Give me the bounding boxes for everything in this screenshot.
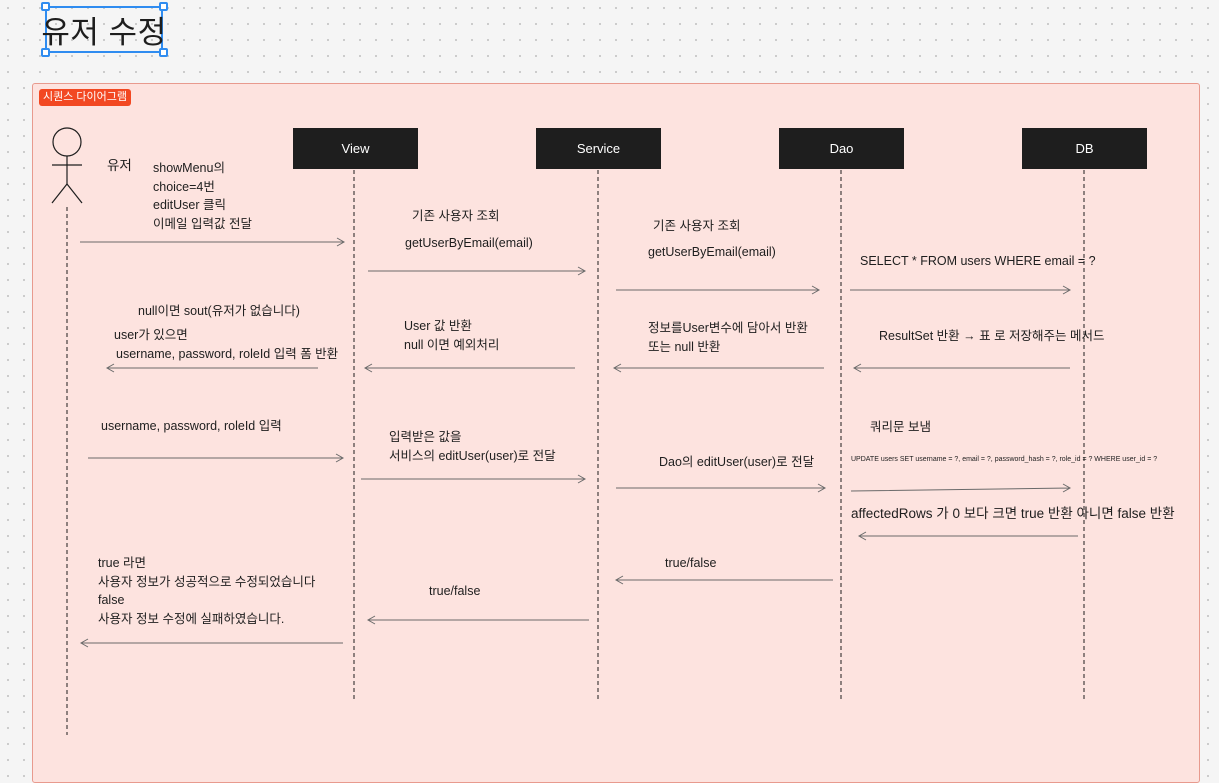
- page-title: 유저 수정: [41, 15, 167, 50]
- message-label-m2b[interactable]: getUserByEmail(email): [405, 236, 533, 250]
- message-label-m8a[interactable]: null이면 sout(유저가 없습니다): [138, 304, 300, 318]
- participant-dao[interactable]: Dao: [779, 128, 904, 169]
- arrow-m6: [612, 363, 824, 373]
- message-label-m11[interactable]: Dao의 editUser(user)로 전달: [659, 455, 815, 469]
- arrow-m14: [614, 575, 833, 585]
- resize-handle-top-left[interactable]: [41, 2, 50, 11]
- message-label-m14[interactable]: true/false: [665, 556, 717, 570]
- resize-handle-bottom-right[interactable]: [159, 48, 168, 57]
- actor-figure: [51, 127, 83, 204]
- arrow-m3: [616, 285, 821, 295]
- message-label-m12b[interactable]: UPDATE users SET username = ?, email = ?…: [851, 456, 1158, 463]
- arrow-m8: [105, 363, 318, 373]
- participant-view[interactable]: View: [293, 128, 418, 169]
- message-label-m16[interactable]: true 라면 사용자 정보가 성공적으로 수정되었습니다 false 사용자 …: [98, 556, 316, 626]
- message-label-m9[interactable]: username, password, roleId 입력: [101, 419, 282, 433]
- message-label-m8b[interactable]: user가 있으면 username, password, roleId 입력 …: [114, 328, 339, 361]
- title-text-box[interactable]: 유저 수정: [41, 6, 166, 53]
- actor-head: [52, 127, 82, 157]
- arrow-m13: [857, 531, 1078, 541]
- message-label-m3a[interactable]: 기존 사용자 조회: [653, 219, 741, 233]
- message-label-m15[interactable]: true/false: [429, 584, 481, 598]
- actor-name[interactable]: 유저: [107, 158, 132, 173]
- arrow-m12: [850, 483, 1072, 493]
- arrow-m16: [79, 638, 343, 648]
- arrow-m7: [363, 363, 575, 373]
- arrow-m9: [88, 453, 345, 463]
- sequence-section[interactable]: [32, 83, 1200, 783]
- actor-right-leg: [66, 183, 83, 204]
- participant-service[interactable]: Service: [536, 128, 661, 169]
- section-label[interactable]: 시퀀스 다이어그램: [39, 89, 132, 106]
- message-label-m4[interactable]: SELECT * FROM users WHERE email = ?: [860, 254, 1096, 268]
- message-label-m7[interactable]: User 값 반환 null 이면 예외처리: [404, 319, 500, 352]
- message-label-m5[interactable]: ResultSet 반환 → 표 로 저장해주는 메서드: [879, 329, 1105, 343]
- message-label-m12a[interactable]: 쿼리문 보냄: [870, 420, 931, 434]
- arrow-m5: [852, 363, 1070, 373]
- arrow-m2: [368, 266, 587, 276]
- message-label-m2a[interactable]: 기존 사용자 조회: [412, 209, 500, 223]
- actor-left-leg: [51, 183, 68, 204]
- arrow-m15: [366, 615, 589, 625]
- message-label-m6[interactable]: 정보를User변수에 담아서 반환 또는 null 반환: [648, 321, 808, 354]
- message-label-m1[interactable]: showMenu의 choice=4번 editUser 클릭 이메일 입력값 …: [153, 161, 252, 231]
- message-label-m3b[interactable]: getUserByEmail(email): [648, 245, 776, 259]
- arrow-m4: [850, 285, 1072, 295]
- resize-handle-top-right[interactable]: [159, 2, 168, 11]
- message-label-m13[interactable]: affectedRows 가 0 보다 크면 true 반환 아니면 false…: [851, 506, 1175, 521]
- arrow-m11: [616, 483, 827, 493]
- participant-db[interactable]: DB: [1022, 128, 1147, 169]
- arrow-m10: [361, 474, 587, 484]
- message-label-m10[interactable]: 입력받은 값을 서비스의 editUser(user)로 전달: [389, 430, 556, 463]
- arrow-m1: [80, 237, 346, 247]
- resize-handle-bottom-left[interactable]: [41, 48, 50, 57]
